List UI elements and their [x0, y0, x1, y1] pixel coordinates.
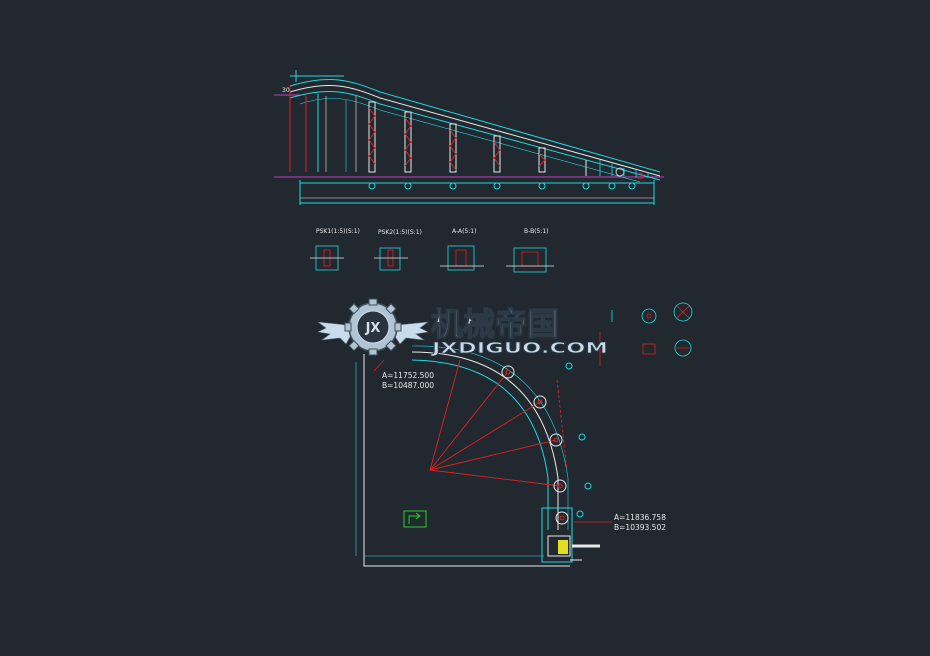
truss-column: [493, 135, 501, 190]
origin-marker: [403, 510, 427, 528]
start-coord-b: B=10487.000: [382, 381, 434, 390]
tail-frame: [599, 160, 649, 180]
roller-stations: [501, 362, 592, 525]
watermark-en: JXDIGUO.COM: [430, 339, 608, 357]
watermark: JX 机械帝国 JXDIGUO.COM: [316, 298, 608, 357]
truss-columns: [368, 101, 636, 190]
truss-column: [368, 101, 376, 190]
truss-column: [538, 147, 546, 190]
label-section-a: A-A(5:1): [452, 228, 476, 235]
end-coord-b: B=10393.502: [614, 523, 666, 532]
plan-view: [355, 345, 612, 567]
detail-psk2: [374, 247, 408, 271]
truss-column: [582, 160, 636, 190]
elevation-view: [274, 70, 664, 205]
gear-icon: JX: [344, 298, 402, 356]
section-details: [310, 245, 554, 273]
detail-psk1: [310, 245, 344, 271]
label-section-b: B-B(5:1): [524, 228, 549, 235]
radial-lines: [429, 359, 568, 487]
left-tag: 30: [282, 87, 290, 94]
start-coord-a: A=11752.500: [382, 371, 434, 380]
label-psk1: PSK1(1:5)(S:1): [316, 228, 360, 235]
badge-text: JX: [365, 321, 381, 336]
drive-unit: [541, 507, 600, 563]
detail-section-a: [440, 245, 484, 271]
truss-column: [449, 123, 457, 190]
roller-details: [599, 302, 693, 366]
end-coord-a: A=11836.758: [614, 513, 666, 522]
truss-column: [404, 111, 412, 190]
label-psk2: PSK2(1:5)(S:1): [378, 229, 422, 236]
detail-section-b: [506, 247, 554, 273]
watermark-cn: 机械帝国: [431, 305, 559, 343]
